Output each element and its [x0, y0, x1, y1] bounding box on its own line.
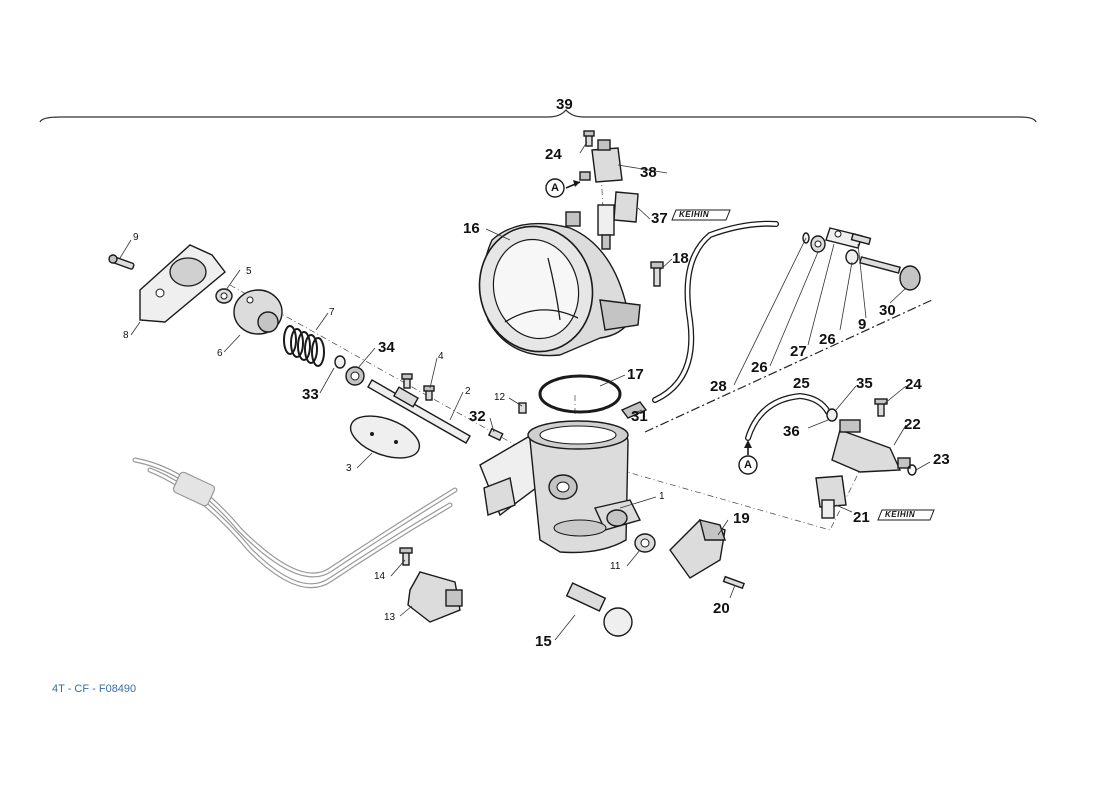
- spring-7: [283, 325, 325, 367]
- callout-16: 16: [463, 220, 480, 237]
- callout-32: 32: [469, 408, 486, 425]
- injector-connector-38: [579, 139, 623, 183]
- keihin-logo-right: KEIHIN: [885, 510, 916, 519]
- callout-24-top: 24: [545, 146, 562, 163]
- screw-24-right: [874, 398, 888, 417]
- callout-22: 22: [904, 416, 921, 433]
- air-intake-16: [478, 211, 641, 357]
- throttle-cables: [132, 457, 458, 589]
- callout-4: 4: [438, 351, 444, 362]
- callout-19: 19: [733, 510, 750, 527]
- circlip-23: [907, 464, 917, 476]
- brand-plate-top: [671, 209, 731, 221]
- injector-37: [597, 191, 639, 250]
- screw-20: [722, 575, 745, 590]
- screws-4: [401, 373, 435, 401]
- callout-15: 15: [535, 633, 552, 650]
- o-ring-17: [538, 374, 622, 414]
- fuel-hose-36: [745, 392, 831, 441]
- bearing-34: [345, 366, 365, 386]
- pin-12: [518, 402, 527, 414]
- sensor-13: [407, 571, 463, 623]
- callout-5: 5: [246, 266, 252, 277]
- pin-32: [487, 427, 504, 442]
- callout-3: 3: [346, 463, 352, 474]
- callout-39: 39: [556, 96, 573, 113]
- sensor-30: [859, 256, 921, 291]
- axis-line-sensor: [619, 469, 861, 531]
- callout-8: 8: [123, 330, 129, 341]
- callout-6: 6: [217, 348, 223, 359]
- washer-33: [334, 355, 346, 369]
- callout-21: 21: [853, 509, 870, 526]
- callout-11: 11: [610, 561, 621, 572]
- callout-12: 12: [494, 392, 506, 403]
- screw-14: [399, 547, 413, 566]
- bracket-27: [825, 227, 863, 249]
- screw-9-right: [850, 232, 872, 246]
- screw-18: [650, 261, 664, 287]
- washer-27: [810, 235, 826, 253]
- o-ring-35: [826, 408, 838, 422]
- clamp-31: [620, 401, 648, 419]
- sensor-15: [565, 582, 633, 637]
- callout-13: 13: [384, 612, 396, 623]
- callout-18: 18: [672, 250, 689, 267]
- throttle-body-1: [479, 420, 642, 554]
- pulley-6: [233, 289, 283, 335]
- callout-26-a: 26: [751, 359, 768, 376]
- callout-27: 27: [790, 343, 807, 360]
- callout-28: 28: [710, 378, 727, 395]
- injector-21: [815, 475, 847, 519]
- cover-plate-8: [139, 244, 226, 323]
- bushing-11: [634, 533, 656, 553]
- callout-25: 25: [793, 375, 810, 392]
- throttle-plate-3: [349, 415, 421, 459]
- axis-line-shaft: [229, 284, 561, 471]
- callout-30: 30: [879, 302, 896, 319]
- callout-34: 34: [378, 339, 395, 356]
- keihin-logo-top: KEIHIN: [679, 210, 710, 219]
- callout-37: 37: [651, 210, 668, 227]
- callout-a-top: A: [551, 182, 559, 194]
- callout-33: 33: [302, 386, 319, 403]
- callout-2: 2: [465, 386, 471, 397]
- callout-7: 7: [329, 307, 335, 318]
- reference-a-right: [738, 440, 758, 475]
- fuel-hose-28: [652, 220, 779, 403]
- callout-1: 1: [659, 491, 665, 502]
- callout-20: 20: [713, 600, 730, 617]
- callout-36: 36: [783, 423, 800, 440]
- sensor-19: [669, 519, 726, 579]
- callout-9-left: 9: [133, 232, 139, 243]
- assembly-divider: [644, 299, 933, 433]
- callout-35: 35: [856, 375, 873, 392]
- screw-9-left: [108, 254, 135, 270]
- assembly-bracket: [39, 109, 1037, 123]
- fuel-rail-22: [831, 419, 911, 473]
- callout-38: 38: [640, 164, 657, 181]
- callout-26-b: 26: [819, 331, 836, 348]
- callout-a-right: A: [744, 459, 752, 471]
- callout-9-right: 9: [858, 316, 867, 333]
- throttle-shaft-2: [367, 379, 471, 444]
- callout-23: 23: [933, 451, 950, 468]
- o-ring-26-b: [845, 249, 859, 265]
- callout-24-right: 24: [905, 376, 922, 393]
- reference-a-top: [545, 178, 581, 198]
- callout-31: 31: [631, 408, 648, 425]
- callout-17: 17: [627, 366, 644, 383]
- leader-lines: [119, 141, 931, 641]
- brand-plate-right: [877, 509, 935, 521]
- nut-5: [215, 288, 233, 304]
- drawing-code: 4T - CF - F08490: [52, 683, 137, 695]
- screw-24-top: [583, 130, 595, 147]
- callout-14: 14: [374, 571, 386, 582]
